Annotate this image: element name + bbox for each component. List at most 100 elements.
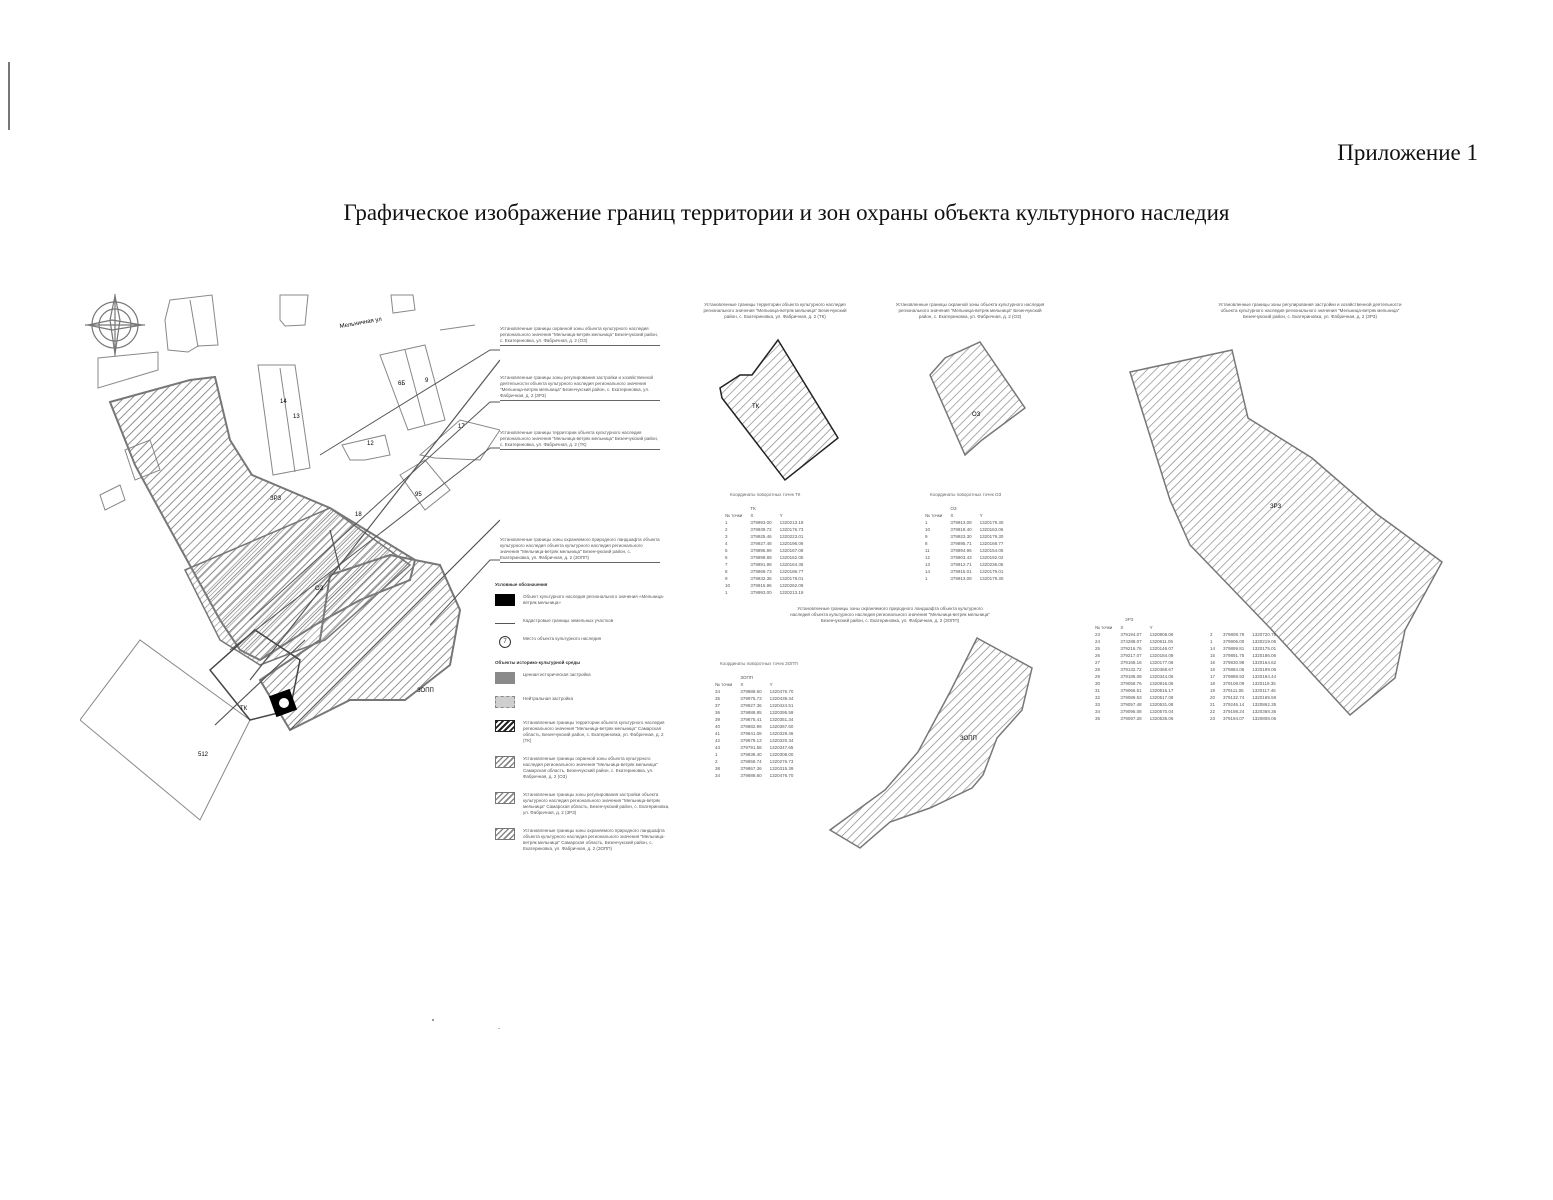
zone-label-zrz: ЗРЗ — [270, 496, 281, 502]
svg-text:18: 18 — [355, 512, 362, 518]
valuable-building-swatch-icon — [495, 672, 515, 684]
svg-text:ОЗ: ОЗ — [972, 412, 981, 418]
compass-rose-icon — [85, 294, 145, 356]
svg-text:ЗРЗ: ЗРЗ — [1270, 504, 1281, 510]
legend-item: Установленные границы зоны охраняемого п… — [495, 828, 670, 852]
main-situation-map: Мельничная ул 6Б 9 12 17 18 95 512 14 13… — [80, 294, 500, 821]
zrz-panel-caption: Установленные границы зоны регулирования… — [1218, 302, 1402, 319]
svg-text:9: 9 — [425, 378, 429, 384]
zrz-table-zone: ЗРЗ — [1125, 617, 1134, 622]
svg-text:17: 17 — [458, 424, 465, 430]
map-legend: Условные обозначения Объект культурного … — [495, 578, 670, 864]
zone-zopp — [258, 553, 462, 732]
tk-hatch-swatch-icon — [495, 720, 515, 732]
legend-item: Нейтральная застройка — [495, 696, 670, 708]
svg-text:12: 12 — [367, 441, 374, 447]
leader-caption-zopp: Установленные границы зоны охраняемого п… — [500, 537, 660, 563]
zopp-boundary-diagram: ЗОПП — [828, 636, 1033, 849]
legend-item: Ценная историческая застройка — [495, 672, 670, 684]
leader-caption-oz: Установленные границы охранной зоны объе… — [500, 326, 660, 346]
zopp-table-title: Координаты поворотных точек ЗОПП — [720, 661, 798, 666]
legend-item: Кадастровые границы земельных участков — [495, 618, 670, 624]
zopp-hatch-swatch-icon — [495, 828, 515, 840]
svg-text:14: 14 — [280, 399, 287, 405]
tk-boundary-diagram: ТК — [719, 338, 839, 482]
zrz-boundary-diagram: ЗРЗ — [1129, 349, 1443, 717]
oz-table-title: Координаты поворотных точек ОЗ — [930, 492, 1002, 497]
zrz-hatch-swatch-icon — [495, 792, 515, 804]
document-title: Графическое изображение границ территори… — [343, 200, 1230, 225]
svg-text:512: 512 — [198, 752, 209, 758]
legend-item: Объект культурного наследия региональног… — [495, 594, 670, 606]
monument-swatch-icon — [495, 594, 515, 606]
cadastral-line-icon — [495, 623, 515, 624]
street-label: Мельничная ул — [339, 317, 382, 330]
legend-title: Условные обозначения — [495, 582, 548, 587]
zone-label-tk: ТК — [240, 706, 248, 712]
zopp-panel-caption: Установленные границы зоны охраняемого п… — [790, 606, 990, 623]
legend-item: Установленные границы охранной зоны объе… — [495, 756, 670, 780]
leader-caption-tk: Установленные границы территории объекта… — [500, 430, 660, 450]
site-circle-icon: 7 — [499, 636, 511, 648]
svg-text:ЗОПП: ЗОПП — [960, 736, 977, 742]
legend-item: Установленные границы территории объекта… — [495, 720, 670, 744]
tk-panel-caption: Установленные границы территории объекта… — [703, 302, 847, 319]
scan-artifact — [8, 62, 10, 130]
oz-boundary-diagram: ОЗ — [929, 341, 1027, 457]
leader-caption-zrz: Установленные границы зоны регулирования… — [500, 375, 660, 401]
oz-panel-caption: Установленные границы охранной зоны объе… — [895, 302, 1045, 319]
